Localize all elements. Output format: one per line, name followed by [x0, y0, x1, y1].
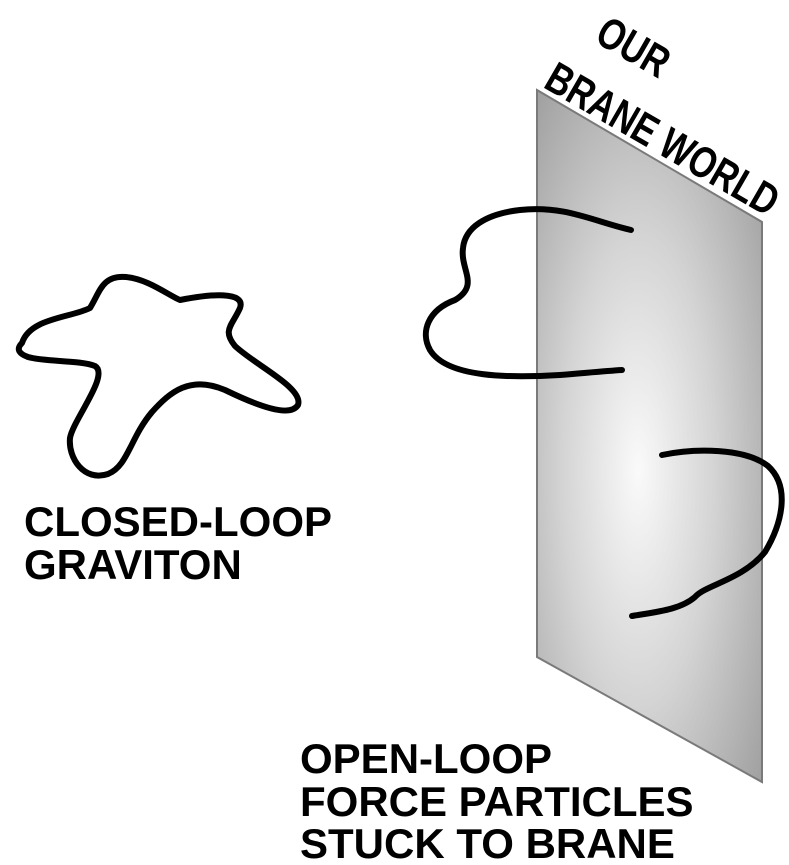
closed-loop-label-line-1: CLOSED-LOOP	[24, 498, 332, 545]
open-loop-label-line-2: FORCE PARTICLES	[300, 778, 694, 825]
closed-loop-label: CLOSED-LOOP GRAVITON	[24, 498, 332, 588]
open-loop-label-line-1: OPEN-LOOP	[300, 735, 552, 782]
open-loop-label: OPEN-LOOP FORCE PARTICLES STUCK TO BRANE	[300, 735, 694, 865]
open-loop-string-upper	[423, 206, 634, 380]
closed-loop-label-line-2: GRAVITON	[24, 541, 242, 588]
brane-sheet	[536, 88, 763, 784]
open-loop-string-lower	[629, 447, 785, 619]
open-loop-label-line-3: STUCK TO BRANE	[300, 820, 675, 865]
closed-loop-graviton-string	[15, 273, 302, 479]
